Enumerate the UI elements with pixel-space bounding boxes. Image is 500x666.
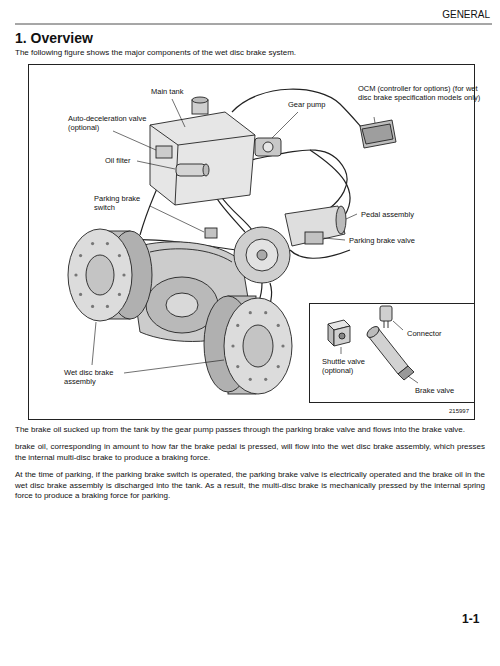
auto-deceleration-valve-drawing xyxy=(156,146,172,158)
section-title: 1. Overview xyxy=(15,30,93,46)
brake-valve-drawing xyxy=(365,324,414,380)
inset-frame: Shuttle valve (optional) ConnectorBrake v… xyxy=(309,303,475,403)
hub-bolt xyxy=(79,293,82,296)
parking-brake-switch-drawing xyxy=(205,228,217,238)
hub-bolt xyxy=(231,344,234,347)
brake-valve-unit-drawing xyxy=(234,227,290,283)
hub-bolt xyxy=(106,242,109,245)
hub-bolt xyxy=(236,324,239,327)
hub-bolt xyxy=(277,365,280,368)
body-paragraph: brake oil, corresponding in amount to ho… xyxy=(15,442,485,463)
hub-bolt xyxy=(91,305,94,308)
parking-brake-valve-drawing xyxy=(305,232,323,244)
body-paragraph: At the time of parking, if the parking b… xyxy=(15,470,485,501)
hub-bolt xyxy=(91,242,94,245)
hub-bolt xyxy=(249,378,252,381)
figure-number: 215997 xyxy=(449,408,469,415)
part-label: Oil filter xyxy=(105,156,130,165)
pedal-assembly-drawing xyxy=(285,206,346,246)
part-label: Wet disc brake assembly xyxy=(64,368,134,386)
part-label: Main tank xyxy=(151,87,184,96)
page-number: 1-1 xyxy=(462,612,479,628)
hub-bolt xyxy=(281,344,284,347)
connector-drawing xyxy=(380,306,392,328)
part-label: Parking brake valve xyxy=(349,236,415,245)
part-label: Connector xyxy=(407,329,442,338)
hub-bolt xyxy=(249,311,252,314)
part-label: OCM (controller for options) (for wet di… xyxy=(358,84,483,102)
hub-bolt xyxy=(79,254,82,257)
hub-bolt xyxy=(106,305,109,308)
hub-bolt xyxy=(264,378,267,381)
hub-bolt xyxy=(236,365,239,368)
hub-bolt xyxy=(277,324,280,327)
intro-text: The following figure shows the major com… xyxy=(15,48,485,58)
hub-bolt xyxy=(264,311,267,314)
part-label: Parking brake switch xyxy=(94,194,152,212)
part-label: Shuttle valve (optional) xyxy=(322,357,384,375)
hub-bolt xyxy=(118,293,121,296)
leader-lines xyxy=(92,99,418,383)
hub-bolt xyxy=(118,254,121,257)
part-label: Brake valve xyxy=(415,386,454,395)
part-label: Auto-deceleration valve (optional) xyxy=(68,114,168,132)
ocm-drawing xyxy=(360,120,396,148)
part-label: Pedal assembly xyxy=(361,210,414,219)
hub-bolt xyxy=(122,273,125,276)
gear-pump-drawing xyxy=(255,138,281,156)
running-header: GENERAL xyxy=(442,8,490,21)
part-label: Gear pump xyxy=(288,100,326,109)
body-paragraph: The brake oil sucked up from the tank by… xyxy=(15,425,485,435)
main-tank-drawing xyxy=(150,97,255,205)
shuttle-valve-drawing xyxy=(328,320,350,346)
figure-frame: Main tankGear pumpOCM (controller for op… xyxy=(28,64,475,420)
oil-filter-drawing xyxy=(176,164,209,176)
hub-bolt xyxy=(74,273,77,276)
header-rule xyxy=(15,24,492,25)
